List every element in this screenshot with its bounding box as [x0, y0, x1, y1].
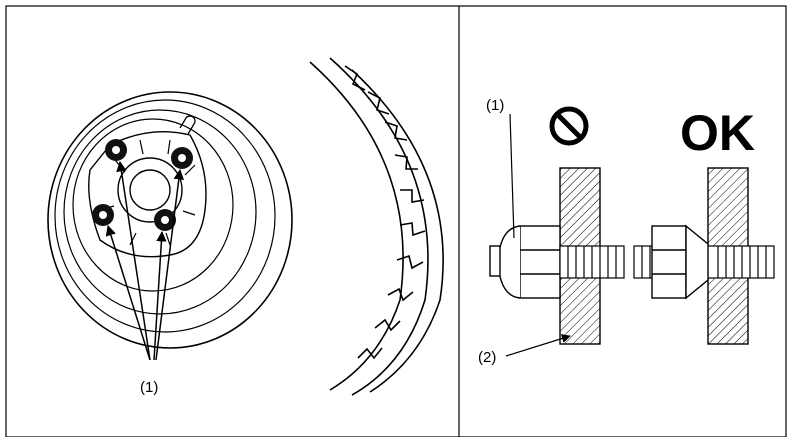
tire-tread	[309, 57, 444, 396]
leader-hub	[505, 334, 571, 357]
callout-arrows-left	[105, 160, 185, 361]
center-hub-inner	[129, 169, 171, 211]
label-nut: (1)	[486, 97, 504, 114]
center-hub-outer	[117, 157, 183, 223]
stud-wrong	[559, 245, 625, 279]
rim-outer	[47, 91, 293, 349]
valve-stem	[179, 115, 196, 135]
label-hub: (2)	[478, 349, 496, 366]
wheel-nut	[154, 209, 176, 231]
wheel-illustration	[47, 57, 444, 396]
nut-wrong-orientation	[489, 225, 561, 299]
wheel-nut	[171, 147, 193, 169]
outer-border	[5, 5, 787, 437]
hub-plate	[88, 131, 207, 258]
wheel-nut	[92, 204, 114, 226]
ok-text: OK	[680, 105, 755, 161]
wheel-nut	[105, 139, 127, 161]
leader-nut	[509, 113, 515, 239]
callout-label-left: (1)	[140, 379, 158, 396]
rim-third	[63, 109, 257, 315]
prohibited-icon	[549, 106, 589, 146]
nut-correct-orientation	[651, 224, 709, 300]
rim-second	[54, 99, 276, 333]
rim-fourth	[72, 118, 234, 292]
